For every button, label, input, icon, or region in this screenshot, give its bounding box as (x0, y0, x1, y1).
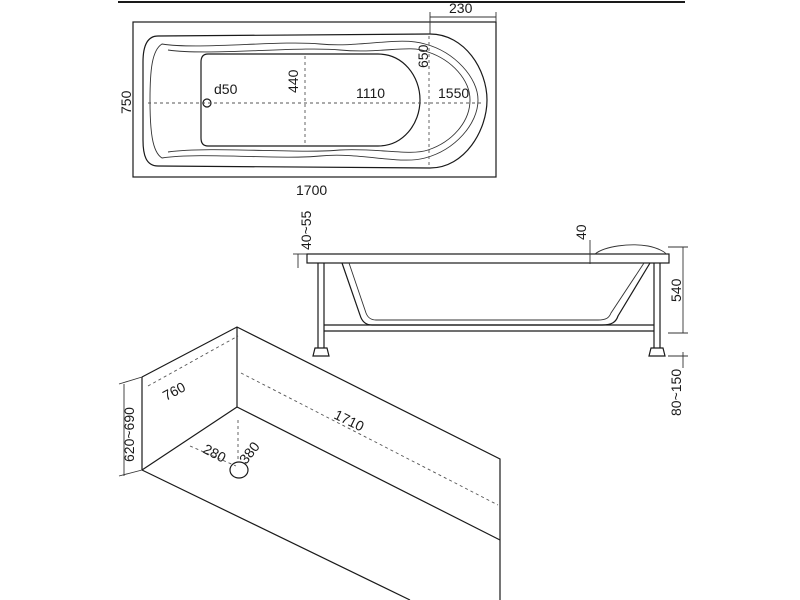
niche-drain-icon (229, 461, 249, 479)
offset-label: 230 (449, 0, 473, 16)
tub-bowl-inner-line (167, 48, 471, 153)
inner-width-label: 650 (415, 44, 431, 68)
niche-length-label: 1710 (332, 406, 367, 434)
drain-label: d50 (214, 81, 238, 97)
headrest-contour (594, 244, 667, 255)
niche-floor-back (141, 406, 238, 471)
foot-right (648, 347, 666, 357)
top-view: 230 d50 440 1110 650 1550 750 1700 (118, 0, 497, 198)
bottom-length-label: 1110 (356, 85, 385, 101)
tub-rim-contour (142, 33, 488, 169)
tub-bottom-area (200, 53, 421, 147)
tub-bowl-contour (149, 40, 479, 161)
niche-height-label: 620~690 (121, 407, 137, 462)
inner-length-label: 1550 (438, 85, 469, 101)
side-view: 40~55 40 540 80~150 (293, 210, 688, 416)
bottom-width-label: 440 (285, 69, 301, 93)
rim-thickness-label: 40 (573, 224, 589, 240)
tub-side-body (341, 262, 651, 326)
drain-x-label: 280 (201, 441, 229, 466)
foot-left (312, 347, 330, 357)
niche-floor-edge (141, 469, 411, 600)
tub-side-rim (306, 253, 670, 264)
length-label: 1700 (296, 182, 327, 198)
rim-height-label: 40~55 (298, 210, 314, 250)
niche-width-label: 760 (160, 378, 188, 403)
niche-floor-long (236, 406, 501, 541)
depth-label: 540 (668, 278, 684, 302)
niche-view: 620~690 760 1710 280 380 (118, 326, 501, 600)
niche-outline (141, 326, 501, 600)
tub-side-body-inner (348, 262, 645, 321)
leg-height-label: 80~150 (668, 369, 684, 416)
tub-outer-rim (132, 21, 497, 178)
width-label: 750 (118, 90, 134, 114)
